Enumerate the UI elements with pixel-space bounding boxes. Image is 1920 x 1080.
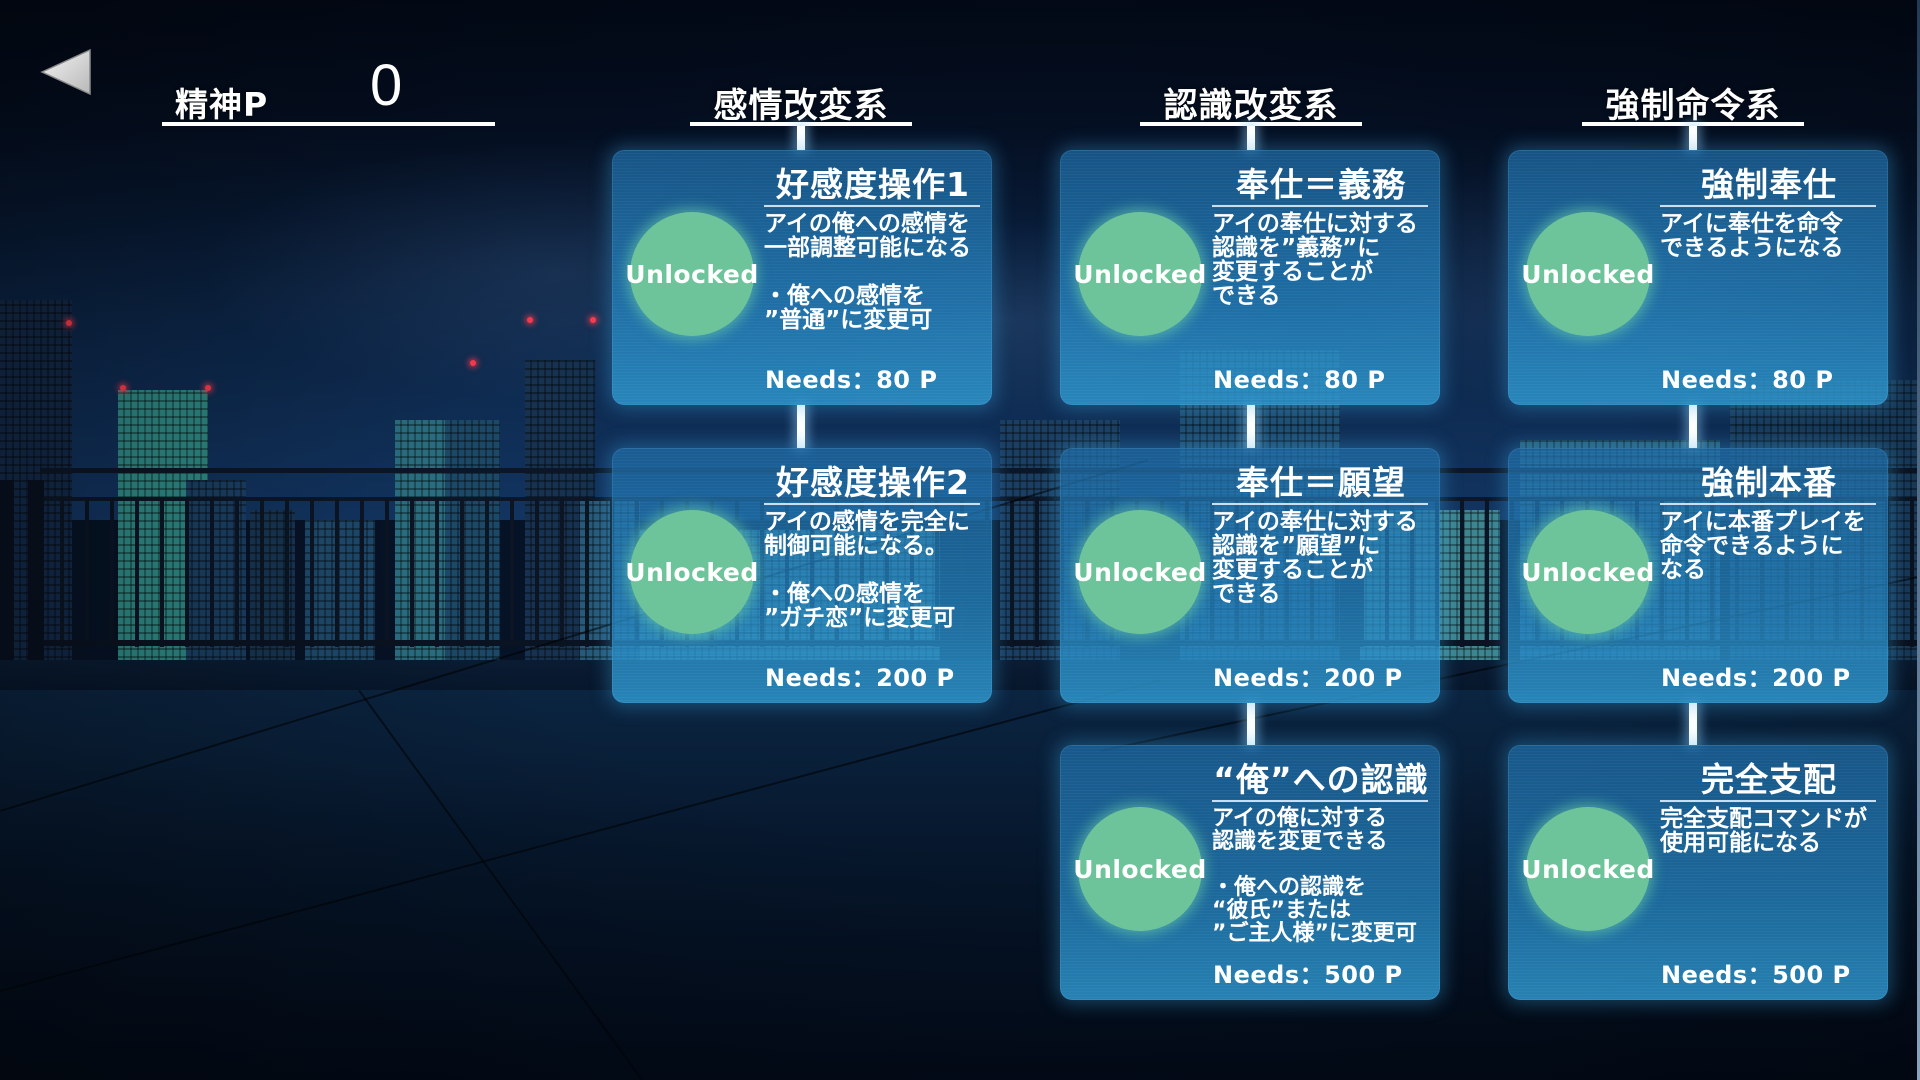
- skill-description: アイの感情を完全に 制御可能になる。 ・俺への感情を ”ガチ恋”に変更可: [764, 509, 970, 631]
- skill-card-forced-service[interactable]: Unlocked 強制奉仕 アイに奉仕を命令 できるようになる Needs：80…: [1508, 150, 1888, 405]
- tree-connector: [797, 405, 805, 448]
- tree-connector: [797, 126, 805, 150]
- skill-cost: Needs：500 P: [1661, 961, 1851, 989]
- skill-description: アイの俺への感情を 一部調整可能になる ・俺への感情を ”普通”に変更可: [764, 211, 971, 333]
- tree-connector: [1689, 405, 1697, 448]
- skill-cost: Needs：200 P: [1661, 664, 1851, 692]
- skill-title: “俺”への認識: [1213, 760, 1429, 799]
- skill-description: 完全支配コマンドが 使用可能になる: [1660, 806, 1867, 856]
- points-underline: [162, 122, 495, 126]
- skill-card-total-control[interactable]: Unlocked 完全支配 完全支配コマンドが 使用可能になる Needs：50…: [1508, 745, 1888, 1000]
- tree-connector: [1247, 126, 1255, 150]
- spirit-points-value: 0: [370, 53, 403, 118]
- unlocked-badge: Unlocked: [1521, 212, 1654, 336]
- skill-title: 好感度操作1: [776, 165, 970, 204]
- skill-card-affection-1[interactable]: Unlocked 好感度操作1 アイの俺への感情を 一部調整可能になる ・俺への…: [612, 150, 992, 405]
- skill-title: 奉仕＝願望: [1236, 463, 1406, 502]
- skill-cost: Needs：80 P: [1213, 366, 1386, 394]
- column-underline: [690, 122, 912, 126]
- skill-card-service-desire[interactable]: Unlocked 奉仕＝願望 アイの奉仕に対する 認識を”願望”に 変更すること…: [1060, 448, 1440, 703]
- column-underline: [1582, 122, 1804, 126]
- skill-cost: Needs：80 P: [765, 366, 938, 394]
- skill-title: 強制奉仕: [1701, 165, 1837, 204]
- tree-connector: [1247, 703, 1255, 745]
- skill-title: 強制本番: [1701, 463, 1837, 502]
- tree-connector: [1247, 405, 1255, 448]
- skill-cost: Needs：80 P: [1661, 366, 1834, 394]
- skill-cost: Needs：200 P: [765, 664, 955, 692]
- unlocked-badge: Unlocked: [1073, 212, 1206, 336]
- unlocked-badge: Unlocked: [625, 510, 758, 634]
- column-header-perception: 認識改変系: [1163, 86, 1339, 126]
- skill-card-affection-2[interactable]: Unlocked 好感度操作2 アイの感情を完全に 制御可能になる。 ・俺への感…: [612, 448, 992, 703]
- unlocked-badge: Unlocked: [625, 212, 758, 336]
- skill-cost: Needs：200 P: [1213, 664, 1403, 692]
- unlocked-badge: Unlocked: [1521, 807, 1654, 931]
- skill-card-service-duty[interactable]: Unlocked 奉仕＝義務 アイの奉仕に対する 認識を”義務”に 変更すること…: [1060, 150, 1440, 405]
- skill-description: アイの俺に対する 認識を変更できる ・俺への認識を “彼氏”または ”ご主人様”…: [1212, 806, 1417, 946]
- unlocked-badge: Unlocked: [1073, 510, 1206, 634]
- skill-description: アイに奉仕を命令 できるようになる: [1660, 211, 1844, 261]
- skill-cost: Needs：500 P: [1213, 961, 1403, 989]
- spirit-points-label: 精神P: [175, 85, 269, 124]
- skill-card-ore-perception[interactable]: Unlocked “俺”への認識 アイの俺に対する 認識を変更できる ・俺への認…: [1060, 745, 1440, 1000]
- skill-description: アイに本番プレイを 命令できるように なる: [1660, 509, 1866, 583]
- skill-title: 奉仕＝義務: [1236, 165, 1406, 204]
- back-button[interactable]: [38, 48, 94, 96]
- triangle-left-icon: [38, 48, 94, 96]
- skill-description: アイの奉仕に対する 認識を”願望”に 変更することが できる: [1212, 509, 1418, 607]
- unlocked-badge: Unlocked: [1521, 510, 1654, 634]
- column-header-emotion: 感情改変系: [713, 86, 889, 126]
- column-header-command: 強制命令系: [1605, 86, 1781, 126]
- skill-title: 完全支配: [1701, 760, 1837, 799]
- skill-description: アイの奉仕に対する 認識を”義務”に 変更することが できる: [1212, 211, 1418, 309]
- column-underline: [1140, 122, 1362, 126]
- tree-connector: [1689, 703, 1697, 745]
- tree-connector: [1689, 126, 1697, 150]
- skill-title: 好感度操作2: [776, 463, 970, 502]
- unlocked-badge: Unlocked: [1073, 807, 1206, 931]
- skill-card-forced-main[interactable]: Unlocked 強制本番 アイに本番プレイを 命令できるように なる Need…: [1508, 448, 1888, 703]
